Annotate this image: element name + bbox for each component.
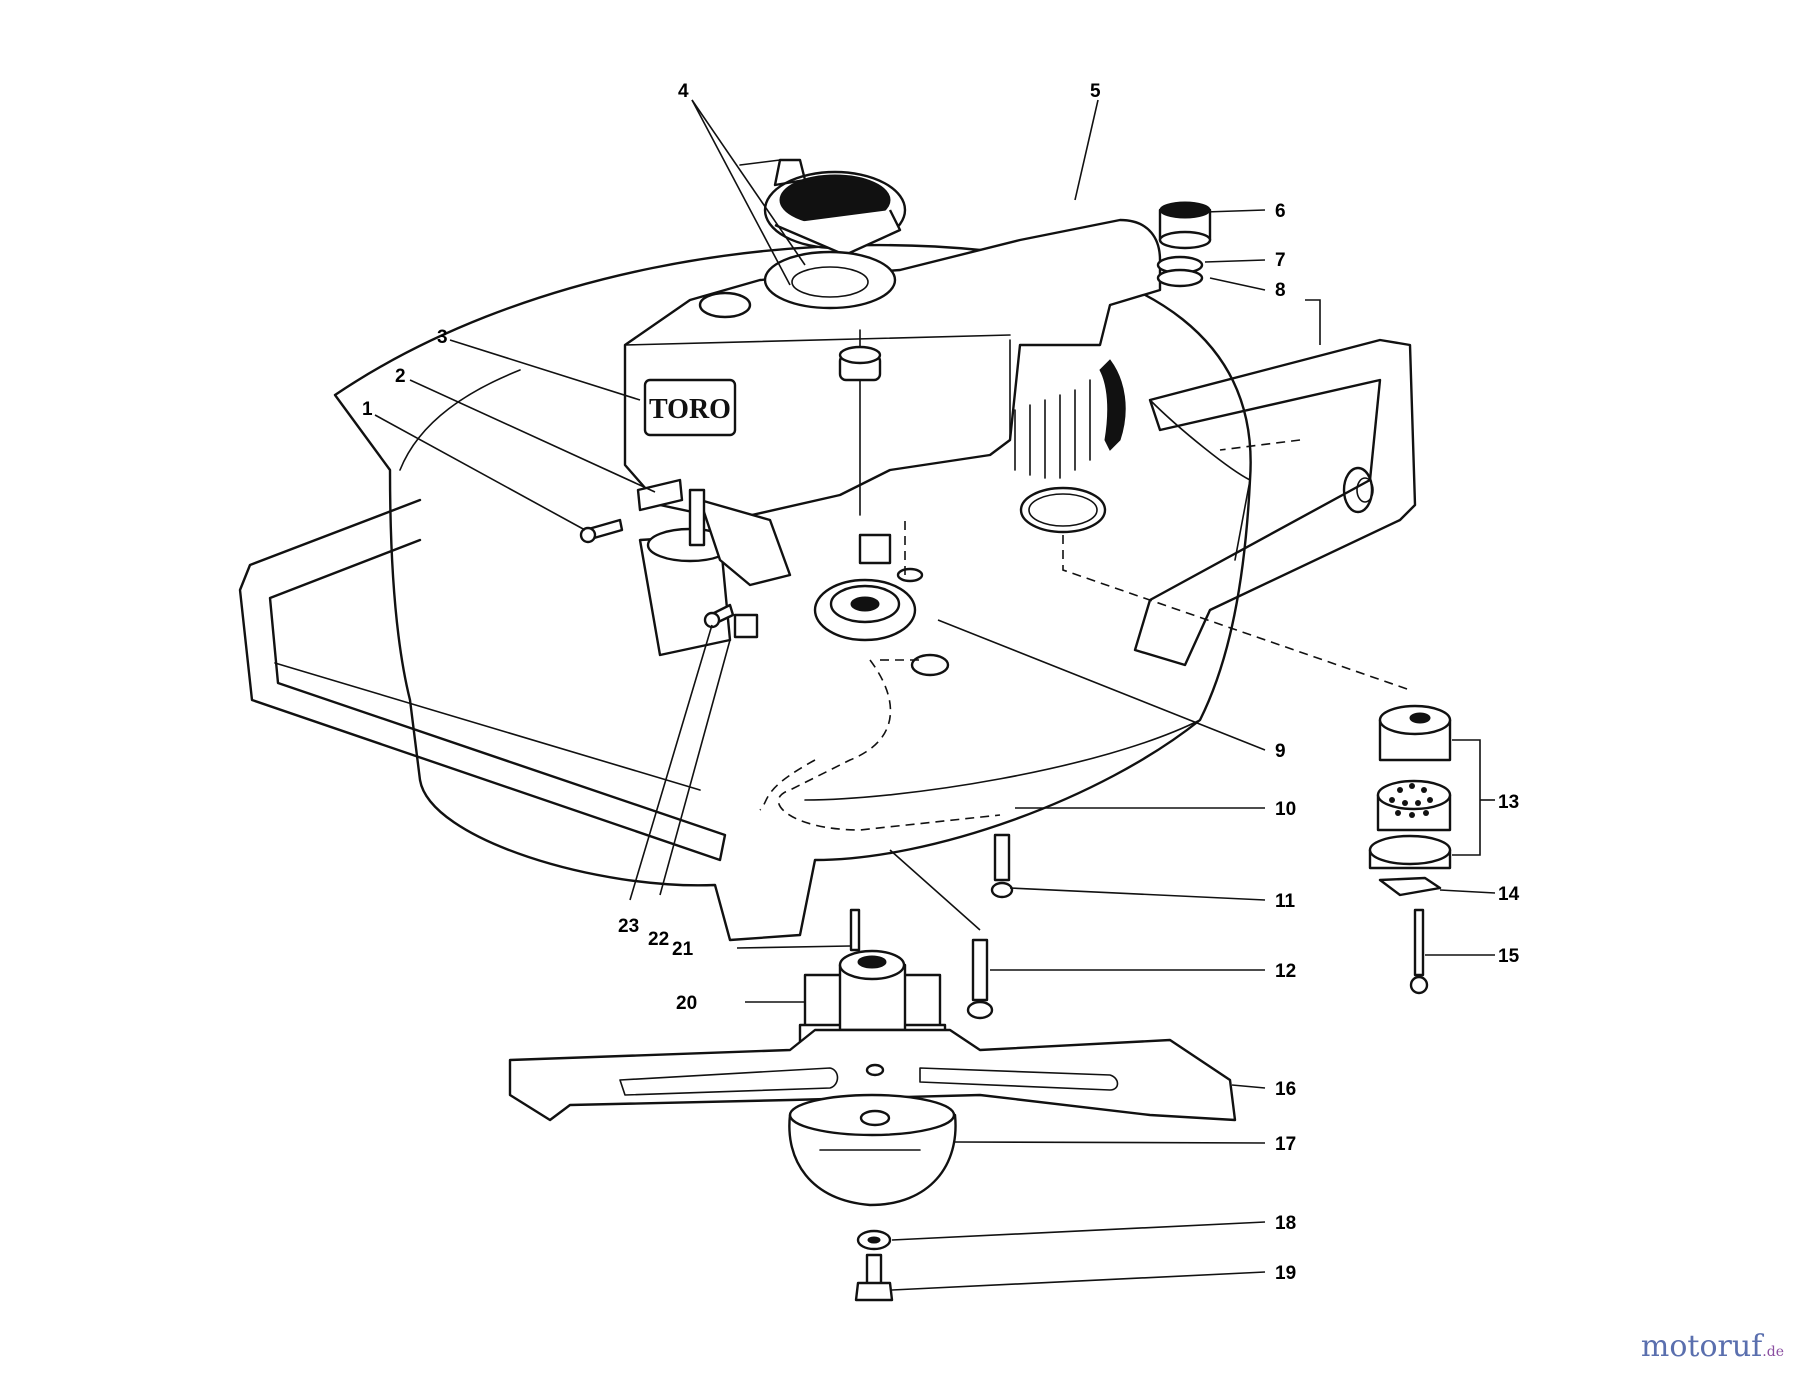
callouts: 1 2 3 4 5 6 7 8 9 10 11 12 13 14 15 16 1…	[362, 81, 1520, 1284]
callout-18: 18	[1275, 1213, 1296, 1234]
hidden-lines	[759, 439, 1411, 831]
screw-12-part	[966, 938, 994, 1020]
bolt-19	[854, 1253, 894, 1302]
fuel-cap-6	[1158, 201, 1212, 250]
callout-14: 14	[1498, 884, 1520, 905]
engine-assembly: TORO	[623, 158, 1162, 522]
callout-16: 16	[1275, 1079, 1296, 1100]
watermark-main: motoruf	[1640, 1329, 1763, 1364]
callout-21: 21	[672, 939, 694, 960]
blade-16	[508, 1028, 1237, 1122]
screw-15-part	[1409, 908, 1429, 995]
callout-19: 19	[1275, 1263, 1296, 1284]
leader-lines	[374, 99, 1496, 1291]
callout-9: 9	[1275, 741, 1286, 762]
gasket-ring	[1019, 486, 1107, 534]
callout-1: 1	[362, 399, 373, 420]
brand-plate-label: TORO	[649, 394, 731, 425]
callout-5: 5	[1090, 81, 1101, 102]
callout-4: 4	[678, 81, 689, 102]
screw-11-part	[990, 833, 1014, 899]
callout-6: 6	[1275, 201, 1286, 222]
callout-15: 15	[1498, 946, 1520, 967]
callout-10: 10	[1275, 799, 1296, 820]
gasket-7-8	[1156, 255, 1204, 288]
washer-18	[856, 1229, 892, 1251]
callout-2: 2	[395, 366, 406, 387]
pin-21-part	[849, 908, 861, 952]
callout-3: 3	[437, 327, 448, 348]
callout-13: 13	[1498, 792, 1519, 813]
callout-11: 11	[1275, 891, 1296, 912]
callout-7: 7	[1275, 250, 1286, 271]
blade-spacer-9	[813, 578, 950, 677]
watermark-logo: motoruf.de	[1641, 1329, 1784, 1364]
air-cleaner	[1368, 704, 1452, 897]
watermark-tld: .de	[1762, 1344, 1784, 1360]
callout-8: 8	[1275, 280, 1286, 301]
callout-20: 20	[676, 993, 697, 1014]
screw-23-part	[703, 603, 735, 629]
callout-23: 23	[618, 916, 639, 937]
crank-seal	[858, 533, 924, 583]
cooling-fins	[1014, 379, 1091, 479]
screw-1-part	[579, 518, 624, 544]
callout-12: 12	[1275, 961, 1296, 982]
stiffener-17	[788, 1093, 957, 1207]
callout-22: 22	[648, 929, 669, 950]
mower-deck	[238, 243, 1417, 942]
callout-17: 17	[1275, 1134, 1296, 1155]
